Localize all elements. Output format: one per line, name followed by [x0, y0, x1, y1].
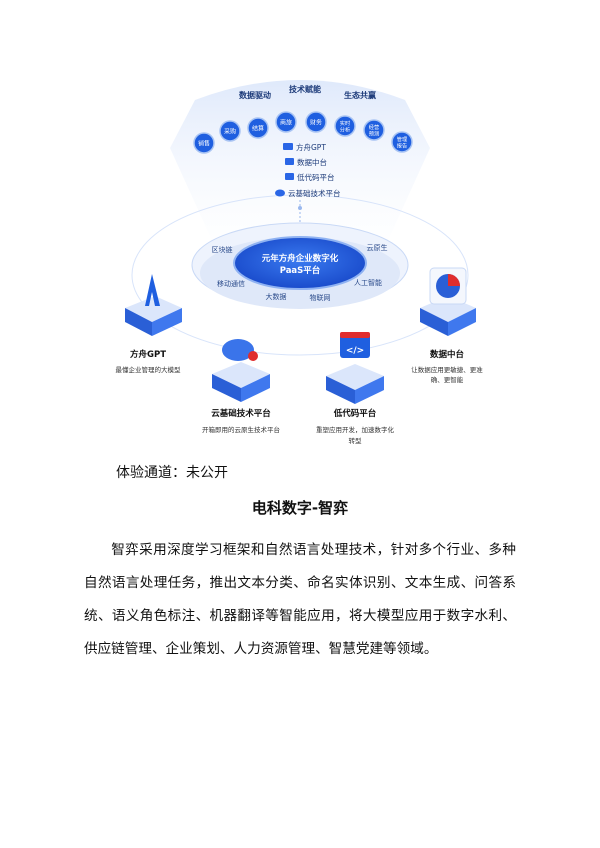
stack-item-cloud: 云基础技术平台: [275, 188, 341, 198]
ring-label: 云原生: [367, 243, 388, 252]
scenario-label: 管理: [397, 135, 408, 143]
platform-disc: [233, 236, 367, 290]
scenario-label: 财务: [310, 119, 322, 127]
stack-item-lowcode: 低代码平台: [285, 172, 335, 182]
scenario-circle: [247, 117, 269, 139]
scenario-label: 实时: [340, 119, 350, 127]
product-name: 云基础技术平台: [211, 408, 271, 419]
stack-label: 低代码平台: [297, 172, 335, 182]
ring-label: 人工智能: [354, 278, 382, 287]
product-gpt: 方舟GPT 最懂企业管理的大模型: [116, 274, 182, 374]
ring-label: 移动通信: [217, 279, 245, 288]
product-lowcode-platform: </> 低代码平台 重塑应用开发，加速数字化 转型: [316, 332, 395, 445]
scenario-circle: [334, 115, 356, 137]
section-title: 电科数字-智弈: [251, 499, 349, 517]
scenario-circle: [193, 132, 215, 154]
ring-label: 大数据: [266, 292, 287, 301]
platform-title: 元年方舟企业数字化: [262, 253, 339, 264]
product-desc: 最懂企业管理的大模型: [116, 365, 182, 374]
scenario-label: 报告: [397, 142, 407, 150]
product-name: 数据中台: [430, 349, 465, 360]
scenario-circle: [363, 119, 385, 141]
stack-label: 数据中台: [297, 157, 327, 167]
product-cloud-platform: 云基础技术平台 开箱即用的云原生技术平台: [202, 339, 280, 434]
scenario-circle: [305, 111, 327, 133]
product-desc: 转型: [349, 436, 363, 445]
product-data-platform: 数据中台 让数据应用更敏捷、更准 确、更智能: [411, 267, 483, 384]
arc-label: 数据驱动: [239, 90, 271, 100]
body-paragraph: 智弈采用深度学习框架和自然语言处理技术，针对多个行业、多种自然语言处理任务，推出…: [84, 542, 516, 657]
product-desc: 重塑应用开发，加速数字化: [316, 425, 395, 434]
product-name: 低代码平台: [333, 408, 377, 419]
stack-item-gpt: 方舟GPT: [283, 142, 326, 152]
cloud-logo-icon: [222, 339, 254, 361]
scenario-circle: [275, 111, 297, 133]
scenario-circle: [219, 120, 241, 142]
scenario-label: 采购: [224, 128, 236, 136]
pie-slice: [448, 274, 460, 286]
arc-label: 技术赋能: [289, 84, 321, 94]
scenario-label: 商旅: [280, 119, 292, 127]
gpt-logo-icon: [145, 274, 160, 306]
code-window-icon: [340, 332, 370, 358]
arc-label: 生态共赢: [344, 90, 376, 100]
experience-channel: 体验通道：未公开: [116, 465, 228, 481]
ring-label: 区块链: [212, 245, 233, 254]
product-desc: 开箱即用的云原生技术平台: [202, 425, 280, 434]
gpt-icon: [283, 143, 293, 150]
gear-icon: [248, 351, 258, 361]
product-name: 方舟GPT: [130, 349, 166, 360]
stack-label: 方舟GPT: [296, 142, 326, 152]
scenario-circle: [391, 131, 413, 153]
scenario-label: 分析: [340, 126, 350, 134]
platform-title: PaaS平台: [280, 265, 321, 276]
stack-label: 云基础技术平台: [288, 188, 341, 198]
scenario-label: 预测: [369, 130, 379, 138]
scenario-label: 经营: [369, 123, 379, 131]
code-glyph: </>: [346, 346, 364, 356]
cloud-icon: [275, 189, 285, 197]
orbit-ring: [131, 194, 469, 356]
product-desc: 让数据应用更敏捷、更准: [411, 365, 483, 374]
lowcode-icon: [285, 173, 294, 180]
connector-dot: [298, 206, 302, 210]
scenario-label: 销售: [198, 140, 210, 148]
product-desc: 确、更智能: [431, 375, 464, 384]
scenario-label: 结算: [252, 125, 264, 133]
data-icon: [285, 158, 294, 165]
ring-label: 物联网: [310, 293, 331, 302]
stack-item-data: 数据中台: [285, 157, 327, 167]
